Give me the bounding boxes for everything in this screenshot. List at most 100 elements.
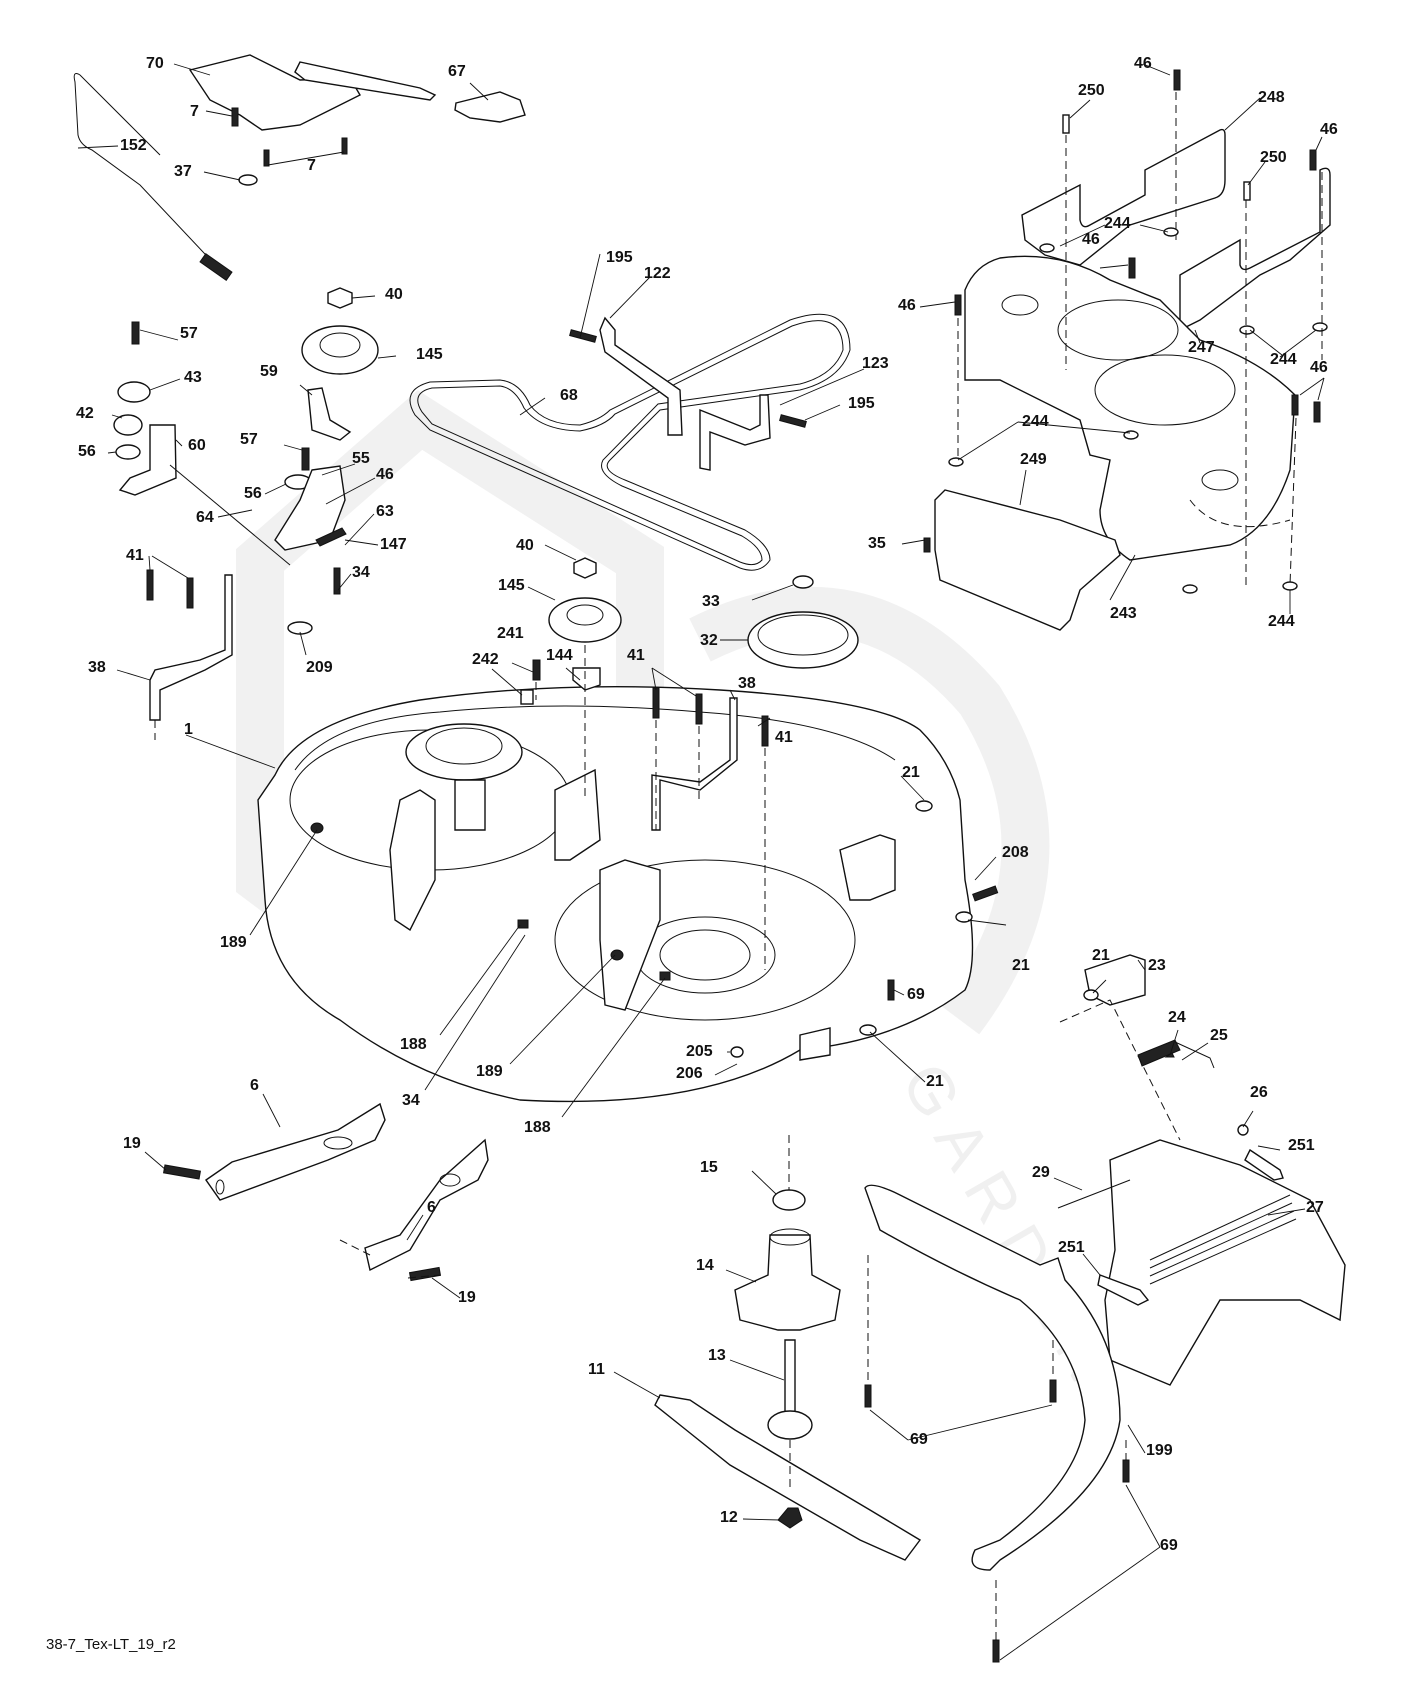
callout-249: 249 [1020,451,1047,468]
bolt-7-a [231,107,239,127]
callout-195: 195 [606,249,633,266]
callout-57: 57 [180,325,198,342]
belt-cover-assembly [923,69,1331,631]
callout-122: 122 [644,265,671,282]
callout-242: 242 [472,651,499,668]
callout-21: 21 [926,1073,944,1090]
callout-56: 56 [78,443,96,460]
nut-244-a [1039,243,1055,253]
screw-195-a [569,329,597,343]
callout-38: 38 [738,675,756,692]
bolt-7-b [263,149,270,167]
bolt-208 [972,885,999,902]
rod-38-a [149,574,233,721]
bolt-46-c [1128,257,1136,279]
callout-46: 46 [376,466,394,483]
nut-244-b [1163,227,1179,237]
nut-244-c [1239,325,1255,335]
callout-68: 68 [560,387,578,404]
callout-251: 251 [1058,1239,1085,1256]
callout-46: 46 [898,297,916,314]
nut-244-e [948,457,964,467]
chute-27 [1104,1139,1346,1386]
callout-42: 42 [76,405,94,422]
nut-189-b [610,949,624,961]
callout-64: 64 [196,509,214,526]
callout-69: 69 [1160,1537,1178,1554]
callout-34: 34 [402,1092,420,1109]
cover-side-249 [934,489,1121,631]
idler-pulley-145-a [301,325,379,375]
nut-33 [792,575,814,589]
callout-251: 251 [1288,1137,1315,1154]
deck-pulley [405,723,523,781]
callout-37: 37 [174,163,192,180]
bolt-46-a [1173,69,1181,91]
callout-145: 145 [416,346,443,363]
deck-housing-1 [257,557,999,1103]
hanger-6-a [205,1102,386,1201]
callout-27: 27 [1306,1199,1324,1216]
callout-19: 19 [458,1289,476,1306]
bolt-69-b [864,1384,872,1408]
bolt-188-a [517,919,529,929]
callout-1: 1 [184,721,193,738]
callout-244: 244 [1268,613,1295,630]
callout-29: 29 [1032,1164,1050,1181]
pulley-32 [747,611,859,669]
callout-60: 60 [188,437,206,454]
pin-250-b [1243,181,1251,201]
washer-26 [1237,1124,1249,1136]
bolt-34-a [333,567,341,595]
callout-244: 244 [1022,413,1049,430]
callout-188: 188 [524,1119,551,1136]
callout-23: 23 [1148,957,1166,974]
spring-147 [315,527,347,547]
callout-205: 205 [686,1043,713,1060]
nut-21-a [915,800,933,812]
spindle-and-blade [654,1135,922,1561]
callout-40: 40 [385,286,403,303]
callout-241: 241 [497,625,524,642]
callout-38: 38 [88,659,106,676]
callout-46: 46 [1310,359,1328,376]
leader-lines [77,63,1325,1661]
callout-32: 32 [700,632,718,649]
callout-189: 189 [476,1063,503,1080]
nut-244-h [1282,581,1298,591]
belt-and-guides [409,313,851,571]
idler-arm-assembly [113,287,379,740]
callout-69: 69 [907,986,925,1003]
lever-bracket-70 [188,54,361,131]
bracket-144 [572,667,601,691]
bolt-69-c [1049,1379,1057,1403]
callout-14: 14 [696,1257,714,1274]
callout-35: 35 [868,535,886,552]
callout-59: 59 [260,363,278,380]
callout-21: 21 [1012,957,1030,974]
callout-43: 43 [184,369,202,386]
bolt-69-a [887,979,895,1001]
nut-244-g [1182,584,1198,594]
callout-55: 55 [352,450,370,467]
discharge-chute-assembly [864,954,1346,1663]
cable-spring [199,253,233,281]
bearing-15 [772,1189,806,1211]
bolt-19-a [162,1164,202,1180]
shield-247 [1179,167,1331,332]
bolt-19-b [408,1266,442,1282]
callout-250: 250 [1078,82,1105,99]
callout-24: 24 [1168,1009,1186,1026]
callout-7: 7 [307,157,316,174]
callout-244: 244 [1104,215,1131,232]
callout-147: 147 [380,536,407,553]
idler-arm-55 [274,465,346,551]
callout-243: 243 [1110,605,1137,622]
callout-69: 69 [910,1431,928,1448]
bolt-46-e [1291,394,1299,416]
callout-12: 12 [720,1509,738,1526]
bolt-41-e [761,715,769,747]
link-251-b [1097,1274,1150,1306]
callout-40: 40 [516,537,534,554]
